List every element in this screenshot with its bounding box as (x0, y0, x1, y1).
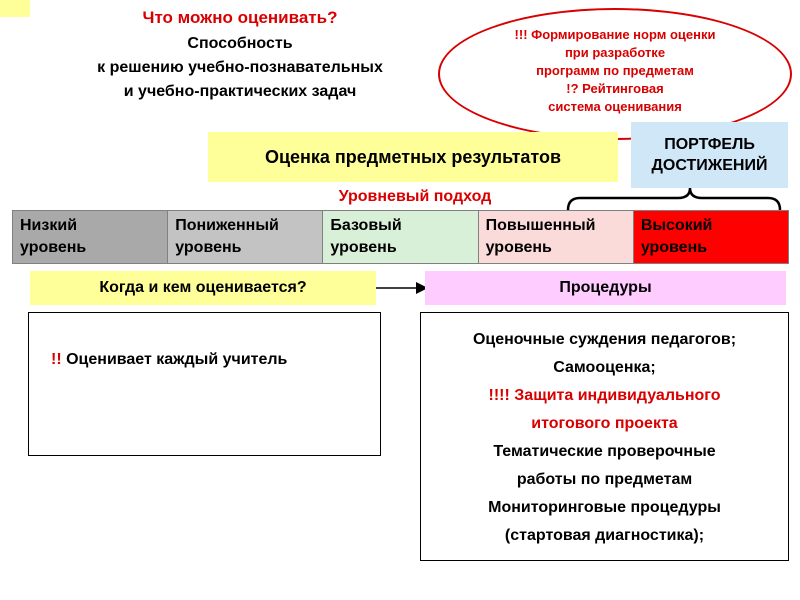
portfolio-box: ПОРТФЕЛЬ ДОСТИЖЕНИЙ (631, 122, 788, 188)
level-label: Базовый уровень (330, 217, 402, 256)
page-title: Что можно оценивать? (142, 8, 338, 27)
subtitle-line: Способность (187, 35, 293, 52)
callout-text: !!! Формирование норм оценки при разрабо… (440, 10, 790, 116)
procedures-list: Оценочные суждения педагогов; Самооценка… (421, 313, 788, 550)
subject-results-label: Оценка предметных результатов (264, 146, 562, 167)
subtitle: Способность к решению учебно-познаватель… (20, 32, 460, 104)
procedure-item: Оценочные суждения педагогов; (472, 331, 737, 348)
level-high: Высокий уровень (632, 210, 790, 264)
when-label: Когда и кем оценивается? (99, 279, 307, 296)
when-box: Когда и кем оценивается? (30, 271, 376, 305)
procedures-label: Процедуры (559, 279, 652, 296)
procedure-item: Мониторинговые процедуры (стартовая диаг… (488, 499, 721, 544)
arrow-connector (376, 282, 428, 294)
procedure-item: Тематические проверочные работы по предм… (493, 443, 716, 488)
procedures-detail-box: Оценочные суждения педагогов; Самооценка… (420, 312, 789, 561)
teacher-note-text: Оценивает каждый учитель (61, 351, 288, 368)
portfolio-line: ДОСТИЖЕНИЙ (651, 157, 768, 174)
brace-connector (566, 187, 782, 212)
callout-line: !!! Формирование норм оценки (514, 27, 716, 42)
level-label: Высокий уровень (640, 217, 713, 256)
teacher-note: !! Оценивает каждый учитель (29, 313, 380, 369)
portfolio-label: ПОРТФЕЛЬ ДОСТИЖЕНИЙ (652, 134, 768, 176)
procedures-box: Процедуры (425, 271, 786, 305)
corner-accent (0, 0, 30, 17)
subtitle-line: к решению учебно-познавательных (97, 59, 383, 76)
levels-heading: Уровневый подход (338, 188, 492, 205)
level-label: Низкий уровень (20, 217, 87, 256)
procedure-item: !!!! Защита индивидуального итогового пр… (488, 387, 721, 432)
level-raised: Повышенный уровень (477, 210, 634, 264)
teacher-note-box: !! Оценивает каждый учитель (28, 312, 381, 456)
level-label: Пониженный уровень (175, 217, 279, 256)
teacher-note-emphasis: !! (51, 351, 62, 368)
callout-ellipse: !!! Формирование норм оценки при разрабо… (438, 8, 792, 140)
level-reduced: Пониженный уровень (167, 210, 324, 264)
procedure-item: Самооценка; (553, 359, 656, 376)
level-low: Низкий уровень (12, 210, 169, 264)
portfolio-line: ПОРТФЕЛЬ (664, 136, 755, 153)
level-basic: Базовый уровень (322, 210, 479, 264)
callout-line: !? Рейтинговая (566, 81, 664, 96)
subject-results-box: Оценка предметных результатов (208, 132, 618, 182)
level-scale: Низкий уровень Пониженный уровень Базовы… (12, 210, 790, 264)
callout-line: при разработке (564, 45, 666, 60)
subtitle-line: и учебно-практических задач (123, 83, 357, 100)
level-label: Повышенный уровень (485, 217, 596, 256)
callout-line: система оценивания (548, 99, 682, 114)
callout-line: программ по предметам (536, 63, 694, 78)
